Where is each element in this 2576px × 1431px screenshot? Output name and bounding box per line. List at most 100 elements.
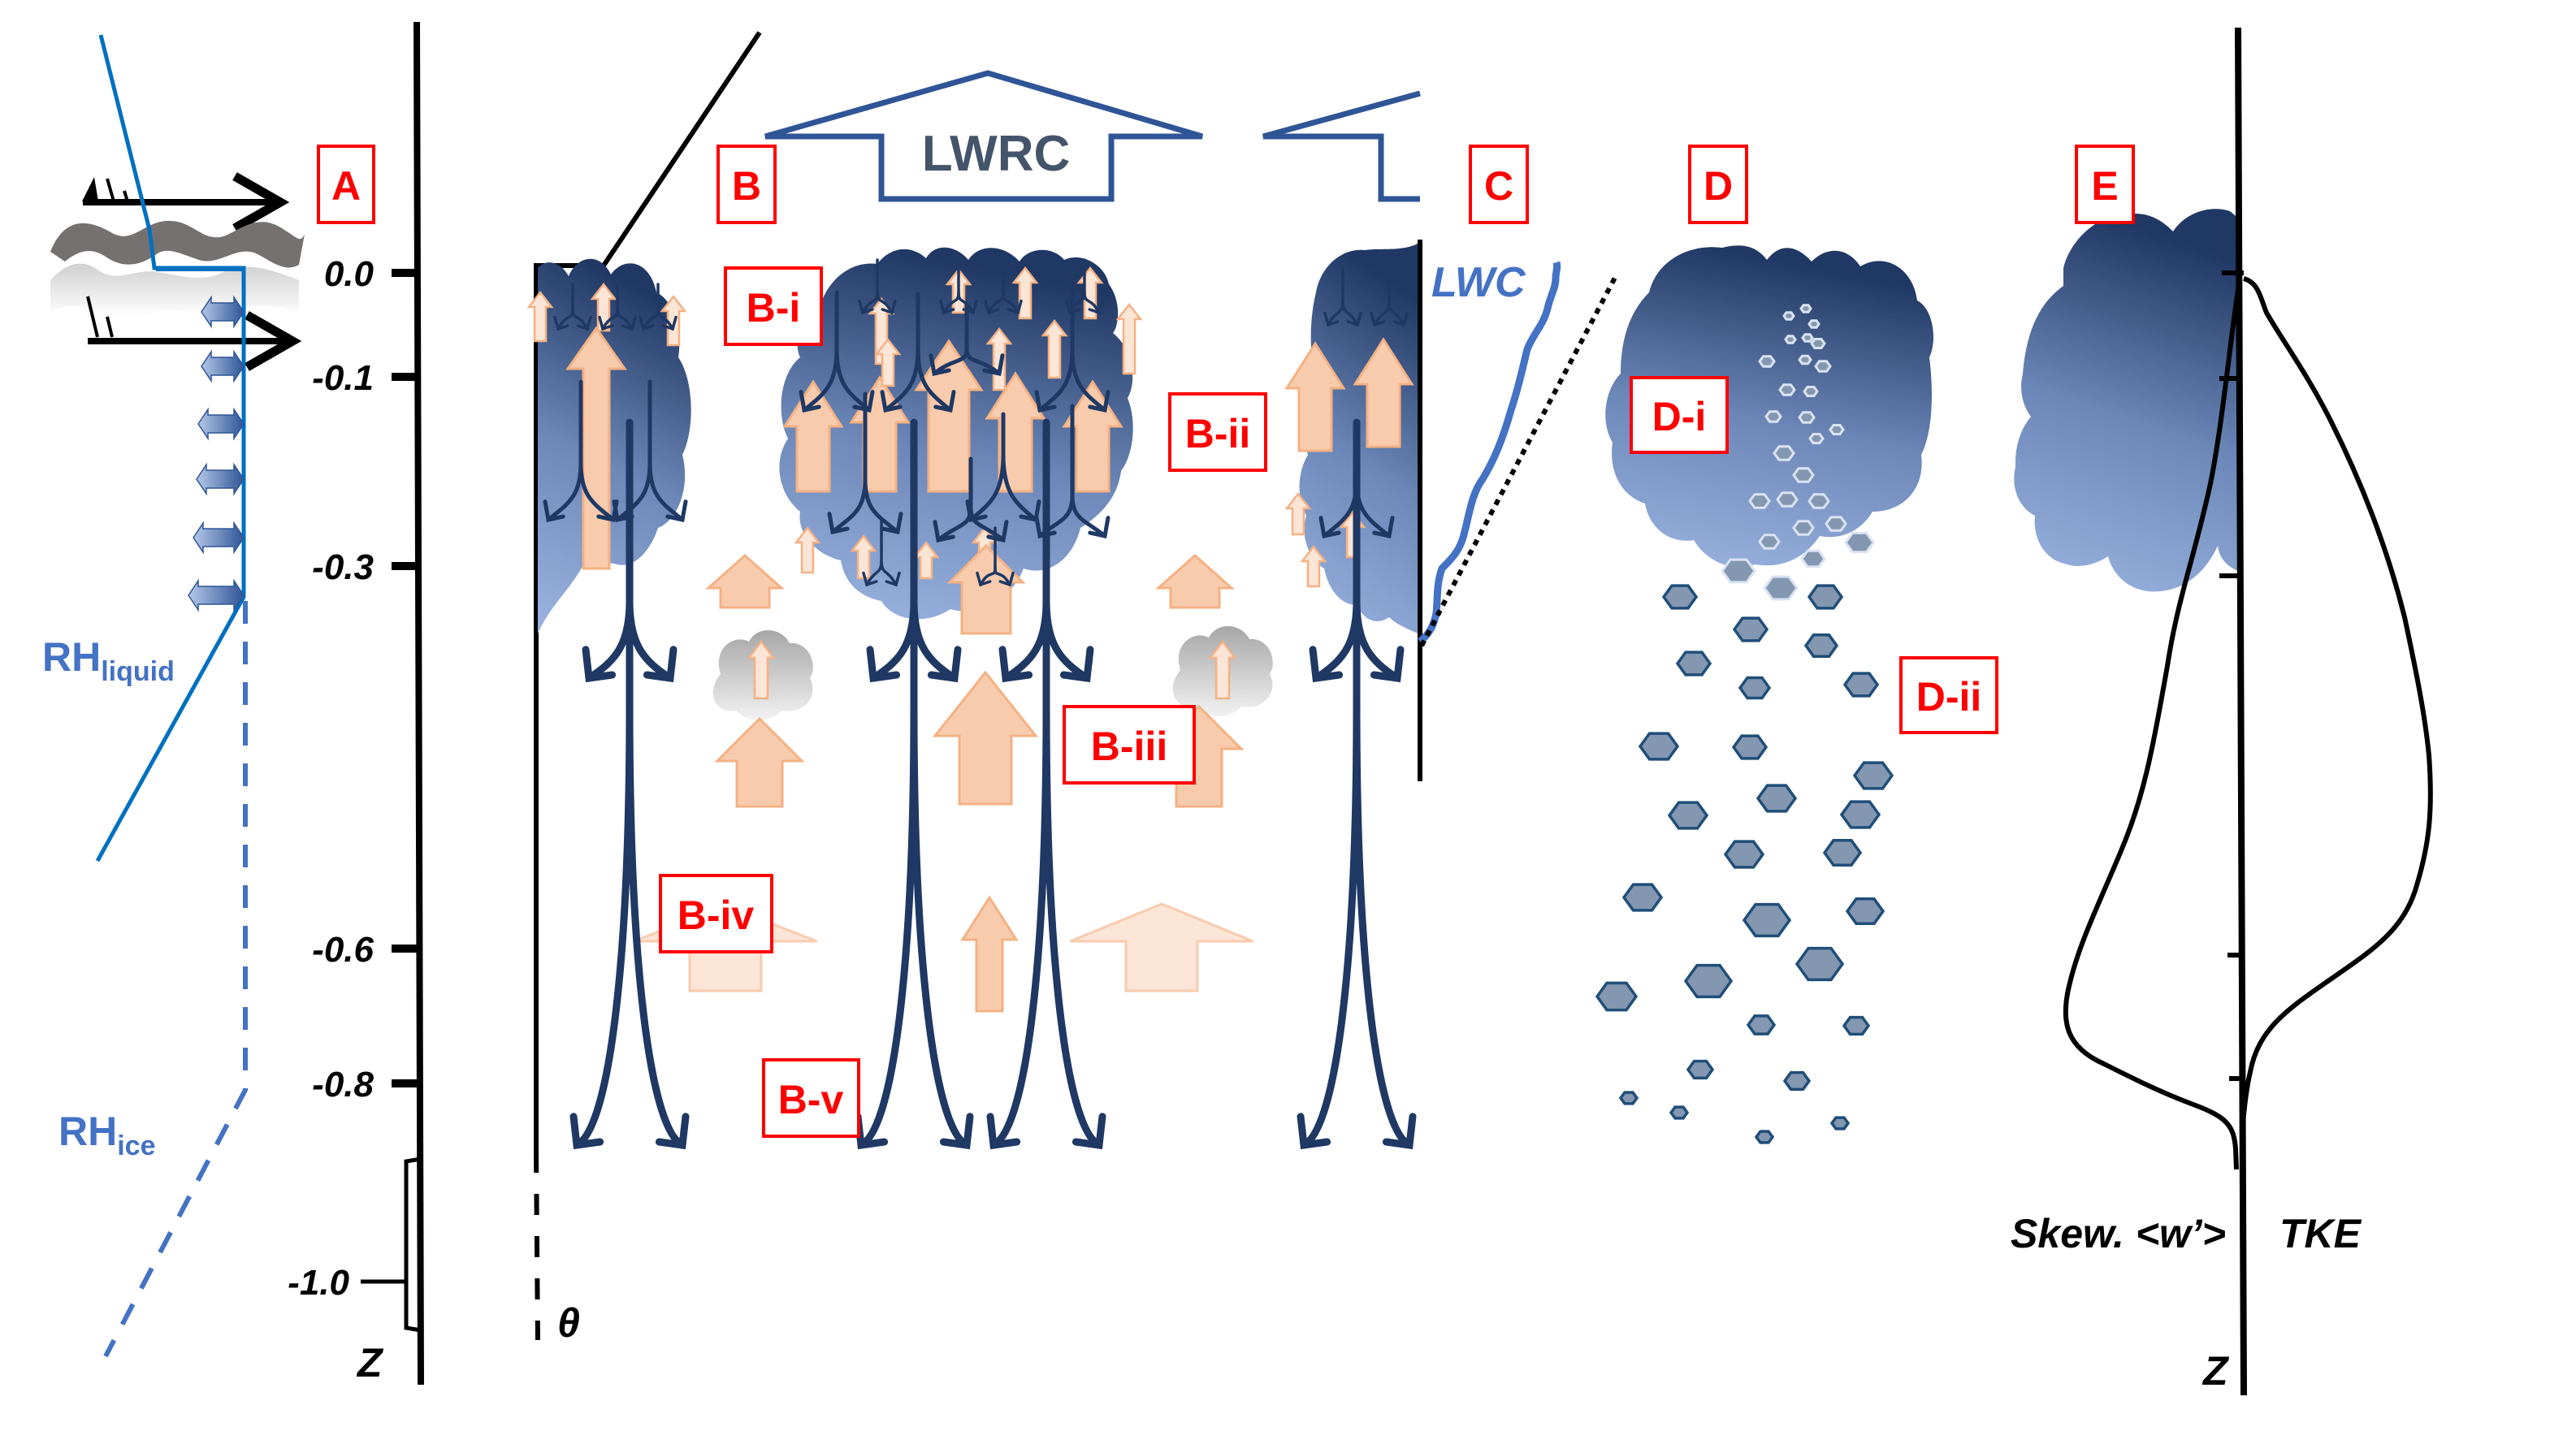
arrowhead-icon — [933, 390, 956, 413]
ice-crystal-icon — [1807, 584, 1844, 610]
arrowhead-icon — [852, 390, 875, 413]
ice-crystal-icon — [1723, 840, 1765, 869]
updraft-arrow-icon — [782, 379, 844, 493]
downdraft-arrow — [910, 597, 959, 682]
ice-crystal-icon — [1814, 360, 1832, 373]
arrowhead-icon — [1370, 646, 1405, 683]
arrowhead-icon — [927, 646, 962, 683]
theta-profile-line — [534, 31, 762, 1152]
small-downdraft-arrow — [656, 307, 674, 331]
downdraft-arrow — [626, 597, 674, 682]
ice-crystal-icon — [1842, 672, 1880, 698]
small-downdraft-arrow — [880, 559, 898, 586]
downdraft-arrow — [1001, 452, 1038, 522]
broad-updraft-arrow-icon — [1069, 902, 1254, 992]
downdraft-arrow — [964, 347, 1002, 376]
skewness-label: Skew. <w’> — [2011, 1211, 2226, 1256]
arrowhead-icon — [1382, 1113, 1417, 1150]
ice-crystal-icon — [1748, 493, 1771, 509]
arrowhead-icon — [998, 571, 1015, 587]
rh-liquid-line — [95, 34, 246, 862]
skewness-profile-line — [2063, 278, 2242, 1170]
rh-liquid-label: RHliquid — [42, 634, 175, 687]
axis-tick-label: 0.0 — [324, 254, 374, 294]
ice-crystal-icon — [1669, 1105, 1690, 1120]
arrowhead-icon — [1059, 646, 1094, 683]
small-downdraft-arrow — [957, 291, 975, 314]
small-downdraft-arrow — [1341, 299, 1359, 326]
arrowhead-icon — [880, 390, 903, 413]
lwc-label: LWC — [1431, 259, 1526, 306]
updraft-arrow-icon — [914, 339, 984, 493]
updraft-arrow-icon — [960, 895, 1019, 1013]
arrowhead-icon — [621, 315, 637, 331]
ice-crystal-icon — [1829, 424, 1845, 435]
arrowhead-icon — [827, 512, 850, 535]
ice-crystal-icon — [1810, 338, 1826, 349]
ice-crystal-icon — [1667, 801, 1709, 830]
ice-crystal-icon — [1638, 732, 1680, 761]
ice-crystal-icon — [1845, 897, 1885, 925]
arrowhead-icon — [881, 299, 897, 315]
ice-crystal-icon — [1763, 575, 1799, 601]
label-b-v: B-v — [778, 1077, 844, 1122]
downdraft-arrow — [1070, 493, 1107, 538]
arrowhead-icon — [1088, 390, 1110, 413]
long-downdraft-arrow — [1042, 703, 1103, 1149]
arrowhead-icon — [576, 315, 592, 331]
downdraft-arrow — [1070, 347, 1107, 413]
arrowhead-icon — [1297, 1113, 1331, 1150]
inversion-wave-reflection — [50, 263, 299, 317]
arrowhead-icon — [986, 1113, 1021, 1150]
axis-tick-label: -1.0 — [288, 1263, 349, 1303]
ice-crystal-icon — [1758, 534, 1781, 550]
arrowhead-icon — [1323, 311, 1340, 327]
cloud-d — [1605, 245, 1933, 568]
arrowhead-icon — [665, 499, 688, 523]
axis-tick-label: -0.6 — [312, 930, 374, 970]
panel-label-a: A — [331, 163, 361, 209]
small-updraft-arrow-icon — [1284, 491, 1312, 536]
arrowhead-icon — [569, 1113, 604, 1150]
downdraft-arrow — [647, 460, 685, 522]
panel-b: θ LWRC B B-i B-ii B-iii B-iv B-v — [526, 31, 1421, 1346]
panel-label-c: C — [1484, 163, 1513, 209]
ice-crystal-icon — [1758, 355, 1776, 368]
arrowhead-icon — [1007, 299, 1023, 315]
updraft-arrow-icon — [747, 639, 776, 700]
long-downdraft-arrow — [910, 703, 971, 1149]
arrowhead-icon — [1072, 1113, 1106, 1150]
downdraft-arrow — [968, 505, 1006, 543]
panel-label-e: E — [2091, 163, 2118, 209]
ice-crystal-icon — [1800, 549, 1826, 569]
ice-crystal-icon — [1822, 839, 1863, 867]
arrowhead-icon — [976, 571, 992, 587]
arrowhead-icon — [1065, 299, 1081, 315]
ice-crystal-icon — [1731, 734, 1769, 760]
downdraft-arrow — [578, 460, 616, 522]
arrowhead-icon — [998, 646, 1033, 683]
small-updraft-arrow-icon — [1041, 318, 1068, 379]
ice-crystal-icon — [1808, 493, 1830, 509]
small-downdraft-arrow — [1002, 291, 1020, 314]
right-axis-ticks — [2219, 270, 2245, 1081]
downdraft-arrow — [863, 477, 900, 534]
ice-crystal-icon — [1801, 333, 1814, 343]
exchange-arrow-icon — [201, 295, 245, 329]
downdraft-arrow — [1042, 597, 1091, 682]
arrowhead-icon — [1318, 516, 1341, 539]
ice-crystal-icon — [1756, 784, 1798, 813]
ice-crystal-icon — [1782, 1070, 1812, 1092]
downdraft-arrow — [834, 347, 872, 413]
small-downdraft-arrow — [571, 307, 589, 331]
inversion-wave — [50, 220, 305, 268]
arrowhead-icon — [982, 353, 1005, 377]
ice-crystal-icon — [1754, 1130, 1775, 1144]
ice-crystal-icon — [1839, 800, 1881, 829]
updraft-arrow-icon — [1155, 553, 1235, 609]
label-d-ii: D-ii — [1916, 674, 1982, 720]
arrowhead-icon — [866, 646, 901, 683]
arrowhead-icon — [939, 299, 955, 315]
exchange-arrow-icon — [196, 462, 245, 496]
